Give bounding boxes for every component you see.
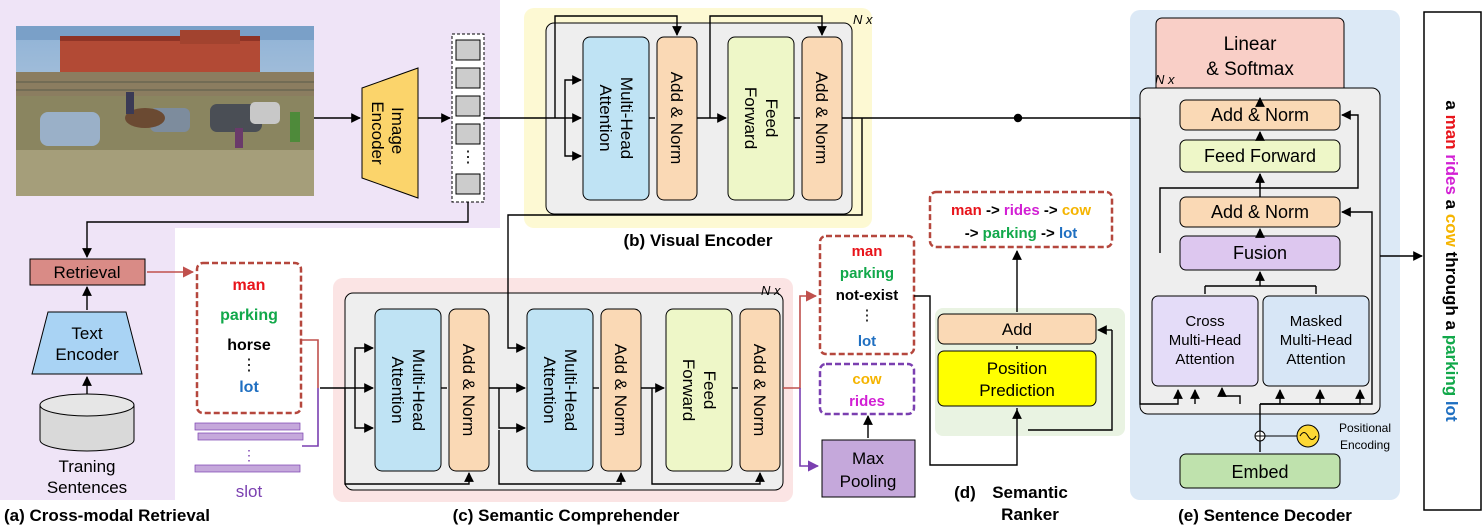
svg-text:Position: Position [987, 359, 1047, 378]
panel-a-title: (a) Cross-modal Retrieval [4, 506, 210, 525]
svg-text:Encoder: Encoder [55, 345, 119, 364]
svg-text:cow: cow [852, 371, 882, 388]
visual-feature-stack: ⋮ [451, 33, 485, 203]
svg-text:Image Encoder: Image Encoder [368, 101, 407, 165]
svg-text:lot: lot [858, 333, 876, 350]
svg-text:Encoding: Encoding [1340, 438, 1390, 452]
panel-e-title: (e) Sentence Decoder [1178, 506, 1352, 525]
svg-text:horse: horse [227, 337, 271, 354]
svg-text:Add & Norm: Add & Norm [1211, 105, 1309, 125]
svg-text:FeedForward: FeedForward [679, 359, 719, 421]
svg-text:Text: Text [71, 324, 102, 343]
svg-text:parking: parking [220, 307, 278, 324]
panel-d-title: (d) Semantic Ranker [954, 483, 1068, 524]
svg-text:Sentences: Sentences [47, 478, 127, 497]
svg-text:Positional: Positional [1339, 421, 1391, 435]
svg-text:(d): (d) [954, 483, 976, 502]
svg-text:Add: Add [1002, 320, 1032, 339]
svg-text:Add & Norm: Add & Norm [1211, 202, 1309, 222]
svg-text:Add & Norm: Add & Norm [667, 72, 686, 165]
panel-b-title: (b) Visual Encoder [624, 231, 773, 250]
slot-label: slot [236, 482, 263, 501]
svg-text:not-exist: not-exist [836, 287, 899, 304]
svg-text:a man rides a cow through a pa: a man rides a cow through a parking lot [1442, 100, 1461, 422]
training-sentences-database: Traning Sentences [39, 393, 135, 497]
svg-text:Multi-HeadAttention: Multi-HeadAttention [540, 349, 580, 431]
svg-text:& Softmax: & Softmax [1206, 59, 1294, 80]
svg-text:Add & Norm: Add & Norm [750, 344, 769, 437]
position-prediction-box: Position Prediction [937, 350, 1097, 407]
svg-text:Feed Forward: Feed Forward [1204, 146, 1316, 166]
svg-text:Semantic: Semantic [992, 483, 1068, 502]
svg-text:man: man [233, 277, 266, 294]
svg-text:N x: N x [1155, 72, 1175, 87]
svg-text:Prediction: Prediction [979, 381, 1055, 400]
output-caption: a man rides a cow through a parking lot [1423, 11, 1482, 511]
text-encoder: Text Encoder [31, 311, 143, 375]
svg-text:Add & Norm: Add & Norm [611, 344, 630, 437]
svg-text:Cross: Cross [1185, 313, 1224, 330]
svg-text:N x: N x [853, 12, 873, 27]
svg-text:Linear: Linear [1224, 34, 1277, 55]
max-pooling-box: Max Pooling [821, 439, 916, 498]
svg-text:Max: Max [852, 449, 885, 468]
svg-text:Multi-Head: Multi-Head [1280, 332, 1353, 349]
svg-text:man -> rides -> cow: man -> rides -> cow [951, 202, 1091, 219]
svg-text:Add & Norm: Add & Norm [459, 344, 478, 437]
svg-text:Embed: Embed [1231, 462, 1288, 482]
svg-text:N x: N x [761, 283, 781, 298]
svg-text:Fusion: Fusion [1233, 243, 1287, 263]
svg-text:man: man [852, 243, 883, 260]
slot-vectors: ⋮ slot [194, 422, 304, 501]
svg-text:Multi-HeadAttention: Multi-HeadAttention [388, 349, 428, 431]
image-encoder: Image Encoder [361, 67, 419, 199]
panel-c-title: (c) Semantic Comprehender [453, 506, 680, 525]
svg-text:lot: lot [239, 379, 259, 396]
svg-text:Multi-HeadAttention: Multi-HeadAttention [596, 77, 636, 159]
svg-text:Pooling: Pooling [840, 472, 897, 491]
add-box: Add [937, 313, 1097, 345]
svg-text:⋮: ⋮ [241, 357, 257, 374]
sentence-decoder: Linear & Softmax N x Add & Norm Feed For… [1139, 17, 1391, 525]
retrieval-box: Retrieval [29, 258, 146, 286]
feature-dots: ⋮ [460, 149, 476, 166]
svg-text:⋮: ⋮ [242, 447, 256, 463]
svg-text:⋮: ⋮ [860, 307, 875, 324]
svg-text:rides: rides [849, 393, 885, 410]
sequence-box: man -> rides -> cow -> parking -> lot [928, 190, 1114, 249]
connectors [82, 15, 1423, 485]
svg-text:Multi-Head: Multi-Head [1169, 332, 1242, 349]
svg-text:Attention: Attention [1286, 351, 1345, 368]
svg-text:Attention: Attention [1175, 351, 1234, 368]
svg-text:Retrieval: Retrieval [53, 263, 120, 282]
retrieved-words-box: man parking horse ⋮ lot [195, 261, 303, 415]
svg-text:FeedForward: FeedForward [741, 87, 781, 149]
predicted-words-box: cow rides [818, 362, 916, 416]
svg-text:Traning: Traning [58, 457, 115, 476]
svg-text:-> parking -> lot: -> parking -> lot [965, 225, 1078, 242]
svg-text:Masked: Masked [1290, 313, 1343, 330]
filtered-words-box: man parking not-exist ⋮ lot [818, 234, 916, 356]
input-image [16, 26, 314, 196]
svg-text:Ranker: Ranker [1001, 505, 1059, 524]
svg-text:parking: parking [840, 265, 894, 282]
svg-text:Add & Norm: Add & Norm [812, 72, 831, 165]
semantic-comprehender-block: N x Multi-HeadAttention Add & Norm Multi… [344, 283, 784, 525]
colored-connectors [147, 266, 820, 472]
